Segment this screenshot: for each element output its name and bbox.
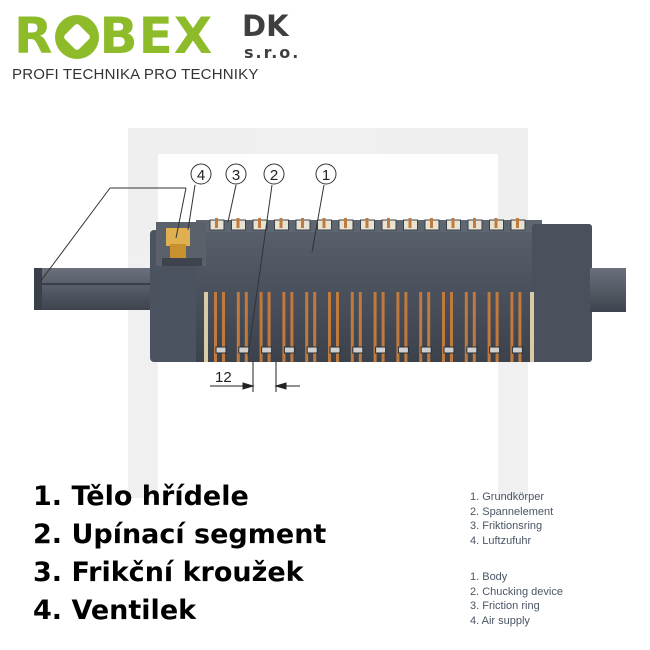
friction-ring bbox=[222, 292, 225, 362]
top-ring-tab bbox=[301, 218, 304, 228]
ring-slot bbox=[443, 346, 455, 354]
friction-ring bbox=[396, 292, 400, 362]
logo-company-type: s.r.o. bbox=[244, 43, 301, 62]
callout-1-label: 1 bbox=[322, 167, 330, 184]
friction-ring bbox=[427, 292, 431, 362]
air-shaft-diagram: 4 3 2 1 12 bbox=[34, 128, 626, 498]
friction-ring bbox=[236, 292, 240, 362]
top-ring-tab bbox=[430, 218, 433, 228]
friction-ring bbox=[419, 292, 423, 362]
friction-ring bbox=[336, 292, 339, 362]
legend-english: 1. Body 2. Chucking device 3. Friction r… bbox=[470, 570, 563, 628]
friction-ring bbox=[464, 292, 468, 362]
friction-ring bbox=[472, 292, 476, 362]
friction-ring bbox=[305, 292, 309, 362]
top-ring-tab bbox=[344, 218, 347, 228]
legend-czech: 1. Tělo hřídele 2. Upínací segment 3. Fr… bbox=[33, 478, 326, 630]
legend-de-item-3: 3. Friktionsring bbox=[470, 520, 543, 532]
top-ring-tab bbox=[279, 218, 283, 228]
friction-ring bbox=[350, 292, 354, 362]
legend-de-item-2: 2. Spannelement bbox=[470, 505, 554, 518]
legend-de-item-1: 1. Grundkörper bbox=[470, 491, 544, 503]
logo-suffix: DK bbox=[242, 9, 289, 43]
top-ring-tab bbox=[473, 218, 476, 228]
legend-cz-item-4: 4. Ventilek bbox=[33, 595, 197, 626]
friction-ring bbox=[259, 292, 263, 362]
friction-ring bbox=[267, 292, 271, 362]
ring-slot bbox=[397, 346, 409, 354]
callout-1: 1 bbox=[315, 163, 337, 185]
friction-ring bbox=[328, 292, 331, 362]
company-tagline: PROFI TECHNIKA PRO TECHNIKY bbox=[12, 66, 259, 83]
right-shaft-pin bbox=[590, 268, 626, 312]
ring-slot bbox=[261, 346, 273, 354]
legend-en-item-3: 3. Friction ring bbox=[470, 600, 540, 612]
top-ring-tab bbox=[516, 218, 519, 228]
dimension-label: 12 bbox=[215, 369, 232, 386]
ring-slot bbox=[489, 346, 501, 354]
top-ring-tab bbox=[322, 218, 326, 228]
friction-ring bbox=[404, 292, 408, 362]
friction-ring bbox=[442, 292, 445, 362]
top-ring-tab bbox=[258, 218, 261, 228]
friction-ring bbox=[214, 292, 217, 362]
friction-ring bbox=[510, 292, 514, 362]
friction-ring bbox=[282, 292, 286, 362]
air-valve bbox=[156, 222, 206, 266]
friction-ring bbox=[373, 292, 377, 362]
top-ring-tab bbox=[387, 218, 390, 228]
ring-slot bbox=[306, 346, 318, 354]
callout-3: 3 bbox=[225, 163, 247, 185]
ring-slot bbox=[215, 346, 227, 354]
legend-german: 1. Grundkörper 2. Spannelement 3. Frikti… bbox=[470, 490, 553, 548]
friction-ring bbox=[381, 292, 385, 362]
friction-ring bbox=[244, 292, 248, 362]
friction-ring bbox=[487, 292, 491, 362]
shaft-body bbox=[196, 220, 542, 362]
top-ring-tab bbox=[365, 218, 369, 228]
callout-4-label: 4 bbox=[197, 167, 205, 184]
top-ring-tab bbox=[408, 218, 412, 228]
legend-cz-item-3: 3. Frikční kroužek bbox=[33, 557, 304, 588]
friction-ring bbox=[495, 292, 499, 362]
ring-slot bbox=[329, 346, 341, 354]
right-end-cap bbox=[532, 224, 592, 362]
dimension-marker bbox=[210, 362, 300, 392]
left-shaft-pin bbox=[34, 268, 164, 310]
ring-slot bbox=[238, 346, 250, 354]
leader-lines bbox=[39, 184, 325, 357]
friction-ring bbox=[290, 292, 294, 362]
top-ring-tab bbox=[236, 218, 240, 228]
legend-de-item-4: 4. Luftzufuhr bbox=[470, 534, 532, 547]
friction-ring bbox=[358, 292, 362, 362]
ring-slot bbox=[352, 346, 364, 354]
callout-4: 4 bbox=[190, 163, 212, 185]
top-ring-tab bbox=[215, 218, 218, 228]
legend-en-item-1: 1. Body bbox=[470, 571, 508, 583]
callout-3-label: 3 bbox=[232, 167, 240, 184]
ring-slot bbox=[375, 346, 387, 354]
ring-slot bbox=[466, 346, 478, 354]
top-ring-tab bbox=[494, 218, 498, 228]
friction-rings bbox=[214, 292, 523, 362]
legend-en-item-2: 2. Chucking device bbox=[470, 585, 563, 598]
legend-en-item-4: 4. Air supply bbox=[470, 614, 530, 627]
legend-cz-item-2: 2. Upínací segment bbox=[33, 519, 327, 550]
logo-o-gear-icon bbox=[54, 15, 99, 59]
legend-cz-item-1: 1. Tělo hřídele bbox=[33, 481, 249, 512]
friction-ring bbox=[518, 292, 522, 362]
friction-ring bbox=[313, 292, 317, 362]
top-ring-tab bbox=[451, 218, 455, 228]
top-ring-strip bbox=[209, 218, 526, 231]
ring-slot bbox=[511, 346, 523, 354]
ring-slot bbox=[420, 346, 432, 354]
callout-2: 2 bbox=[263, 163, 285, 185]
ring-slot bbox=[283, 346, 295, 354]
callout-2-label: 2 bbox=[270, 167, 278, 184]
friction-ring bbox=[450, 292, 453, 362]
